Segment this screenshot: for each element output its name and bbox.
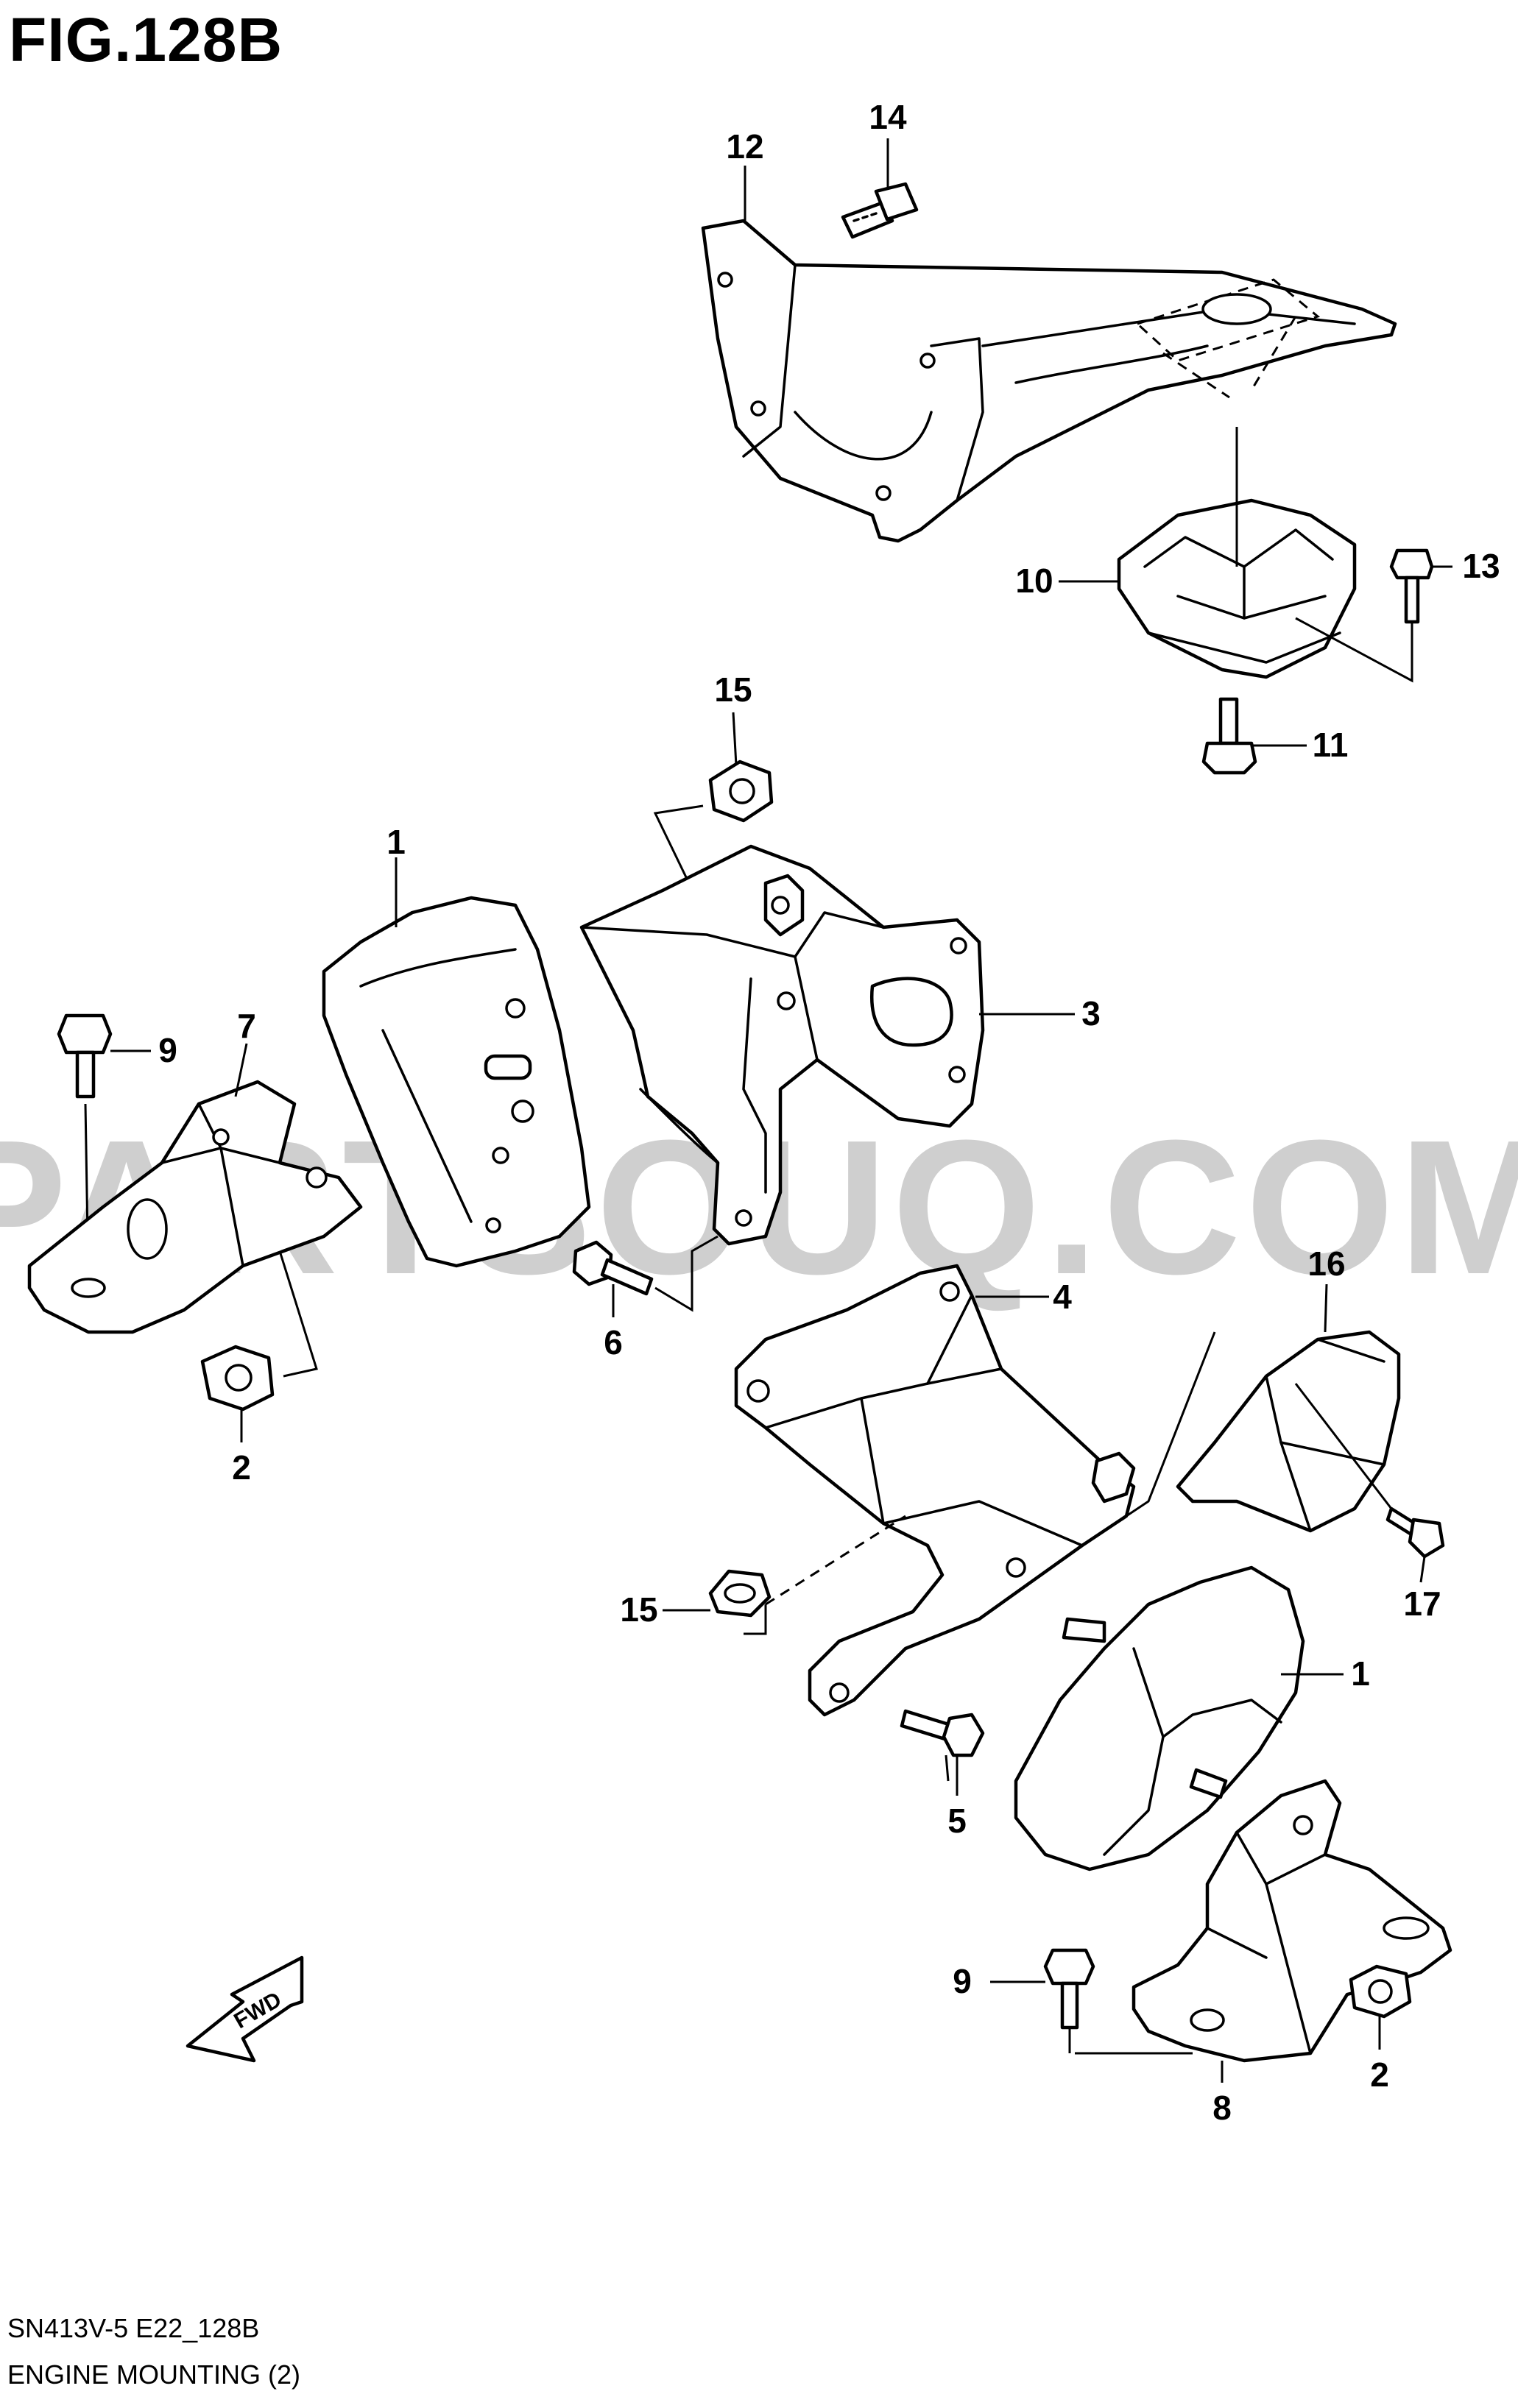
figure-name: ENGINE MOUNTING (2) — [7, 2359, 301, 2390]
callout-labels: 1 1 2 2 3 4 5 6 7 8 9 9 10 11 12 13 14 1… — [158, 98, 1500, 2127]
callout-label[interactable]: 2 — [1370, 2055, 1389, 2094]
callout-label[interactable]: 17 — [1403, 1584, 1441, 1623]
part-4-engine-bracket[interactable] — [734, 1264, 1136, 1717]
part-1-mounting-cushion-left[interactable] — [322, 896, 591, 1268]
part-2-nut-right[interactable] — [1349, 1964, 1412, 2019]
part-15-nut-top[interactable] — [653, 759, 774, 921]
figure-title: FIG.128B — [9, 5, 283, 74]
callout-label[interactable]: 4 — [1053, 1278, 1072, 1316]
callout-label[interactable]: 14 — [869, 98, 907, 136]
part-13-bolt[interactable] — [1295, 548, 1434, 683]
part-6-bolt[interactable] — [572, 1235, 719, 1312]
part-8-bracket-right[interactable] — [1075, 1779, 1452, 2063]
callout-label[interactable]: 9 — [158, 1031, 177, 1069]
callout-label[interactable]: 15 — [714, 670, 752, 709]
part-14-bolt[interactable] — [841, 182, 919, 239]
callout-label[interactable]: 10 — [1015, 562, 1053, 600]
callout-label[interactable]: 16 — [1307, 1244, 1345, 1283]
callout-label[interactable]: 3 — [1081, 994, 1101, 1033]
fwd-arrow-icon: FWD — [186, 1955, 304, 2063]
part-11-stud[interactable] — [1201, 697, 1257, 775]
callout-label[interactable]: 1 — [386, 823, 406, 861]
callout-label[interactable]: 2 — [232, 1448, 251, 1487]
part-9-bolt-right[interactable] — [1043, 1948, 1095, 2053]
callout-label[interactable]: 1 — [1351, 1654, 1370, 1693]
callout-label[interactable]: 13 — [1462, 547, 1500, 585]
figure-code: SN413V-5 E22_128B — [7, 2313, 260, 2343]
part-10-mounting-rubber[interactable] — [1117, 427, 1357, 679]
part-17-bolt[interactable] — [1294, 1383, 1445, 1559]
callout-label[interactable]: 9 — [953, 1962, 972, 2000]
callout-label[interactable]: 5 — [947, 1802, 967, 1840]
part-2-nut-left[interactable] — [200, 1345, 275, 1412]
callout-label[interactable]: 7 — [237, 1007, 256, 1045]
part-16-heat-shield[interactable] — [1126, 1330, 1401, 1533]
callout-label[interactable]: 6 — [604, 1323, 623, 1361]
callout-label[interactable]: 8 — [1212, 2089, 1232, 2127]
leader-lines — [110, 138, 1452, 2083]
part-12-crossmember-bracket[interactable] — [701, 219, 1397, 543]
part-3-engine-bracket[interactable] — [579, 844, 985, 1246]
part-1-mounting-cushion-right[interactable] — [1014, 1565, 1305, 1871]
callout-label[interactable]: 12 — [726, 127, 763, 166]
part-5-bolt[interactable] — [900, 1709, 985, 1782]
callout-label[interactable]: 15 — [620, 1590, 657, 1629]
callout-label[interactable]: 11 — [1313, 726, 1349, 764]
part-15-nut-bottom[interactable] — [708, 1569, 772, 1618]
part-7-bracket-left[interactable] — [27, 1080, 363, 1378]
